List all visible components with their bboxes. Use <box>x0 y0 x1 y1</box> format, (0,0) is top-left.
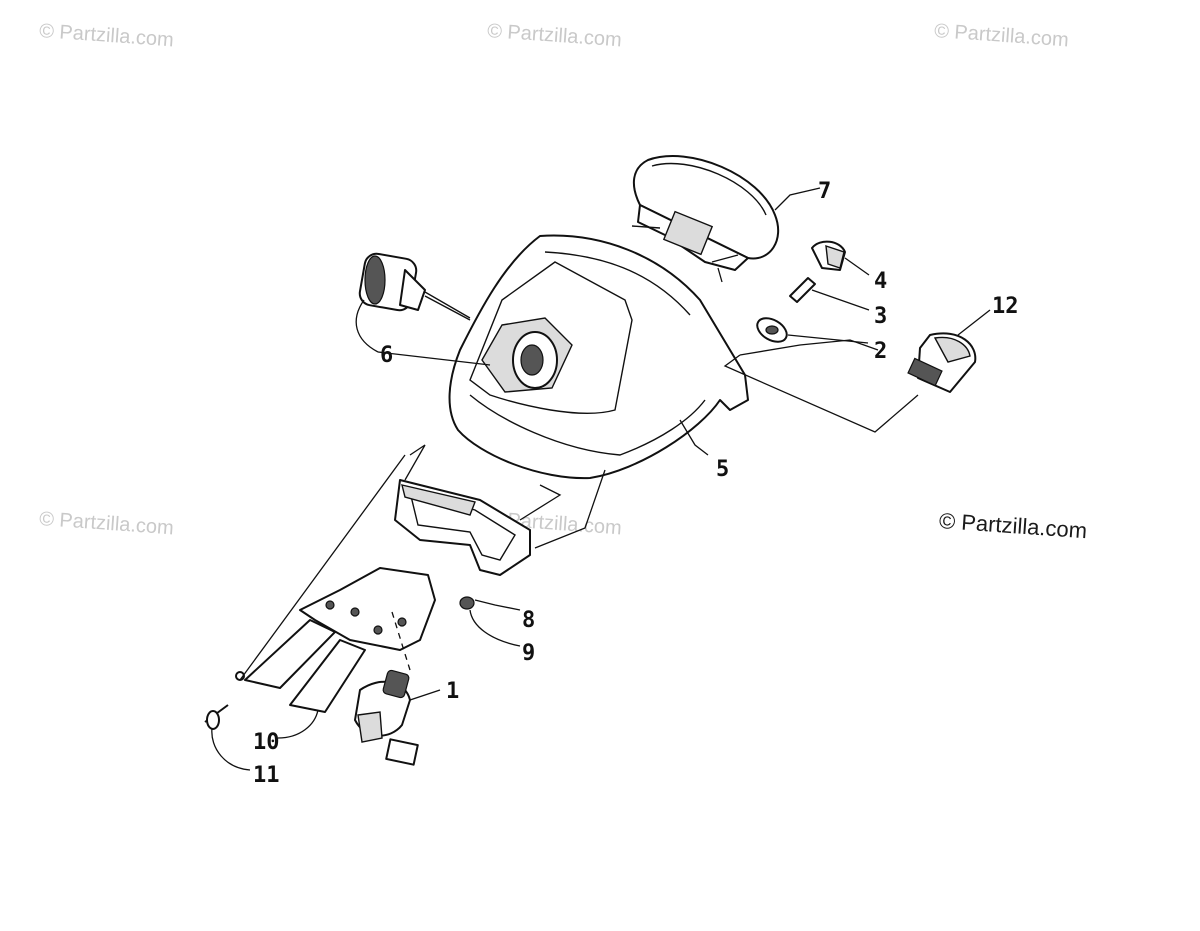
callout-8: 8 <box>522 608 535 633</box>
part-12-switch <box>723 332 977 433</box>
part-10-mount <box>235 567 436 713</box>
callout-5: 5 <box>716 457 729 482</box>
part-2-washer <box>756 317 788 343</box>
callouts: 1 2 3 4 5 6 7 8 9 10 11 12 <box>253 179 1019 788</box>
callout-2: 2 <box>874 339 887 364</box>
callout-11: 11 <box>253 763 280 788</box>
callout-12: 12 <box>992 294 1019 319</box>
callout-1: 1 <box>446 679 459 704</box>
assembly-lines <box>211 187 991 771</box>
part-3-key <box>789 277 816 303</box>
part-9-nut <box>459 596 475 610</box>
callout-6: 6 <box>380 343 393 368</box>
callout-10: 10 <box>253 730 280 755</box>
part-1-ignition <box>354 669 419 766</box>
callout-9: 9 <box>522 641 535 666</box>
part-5-pod-housing <box>448 234 749 480</box>
callout-3: 3 <box>874 304 887 329</box>
callout-7: 7 <box>818 179 831 204</box>
part-6-socket <box>358 252 471 321</box>
callout-4: 4 <box>874 269 887 294</box>
part-4-knob <box>811 240 846 271</box>
part-7-gauge <box>631 155 780 283</box>
part-11-rivet <box>204 704 229 730</box>
part-8-bracket <box>394 479 531 576</box>
